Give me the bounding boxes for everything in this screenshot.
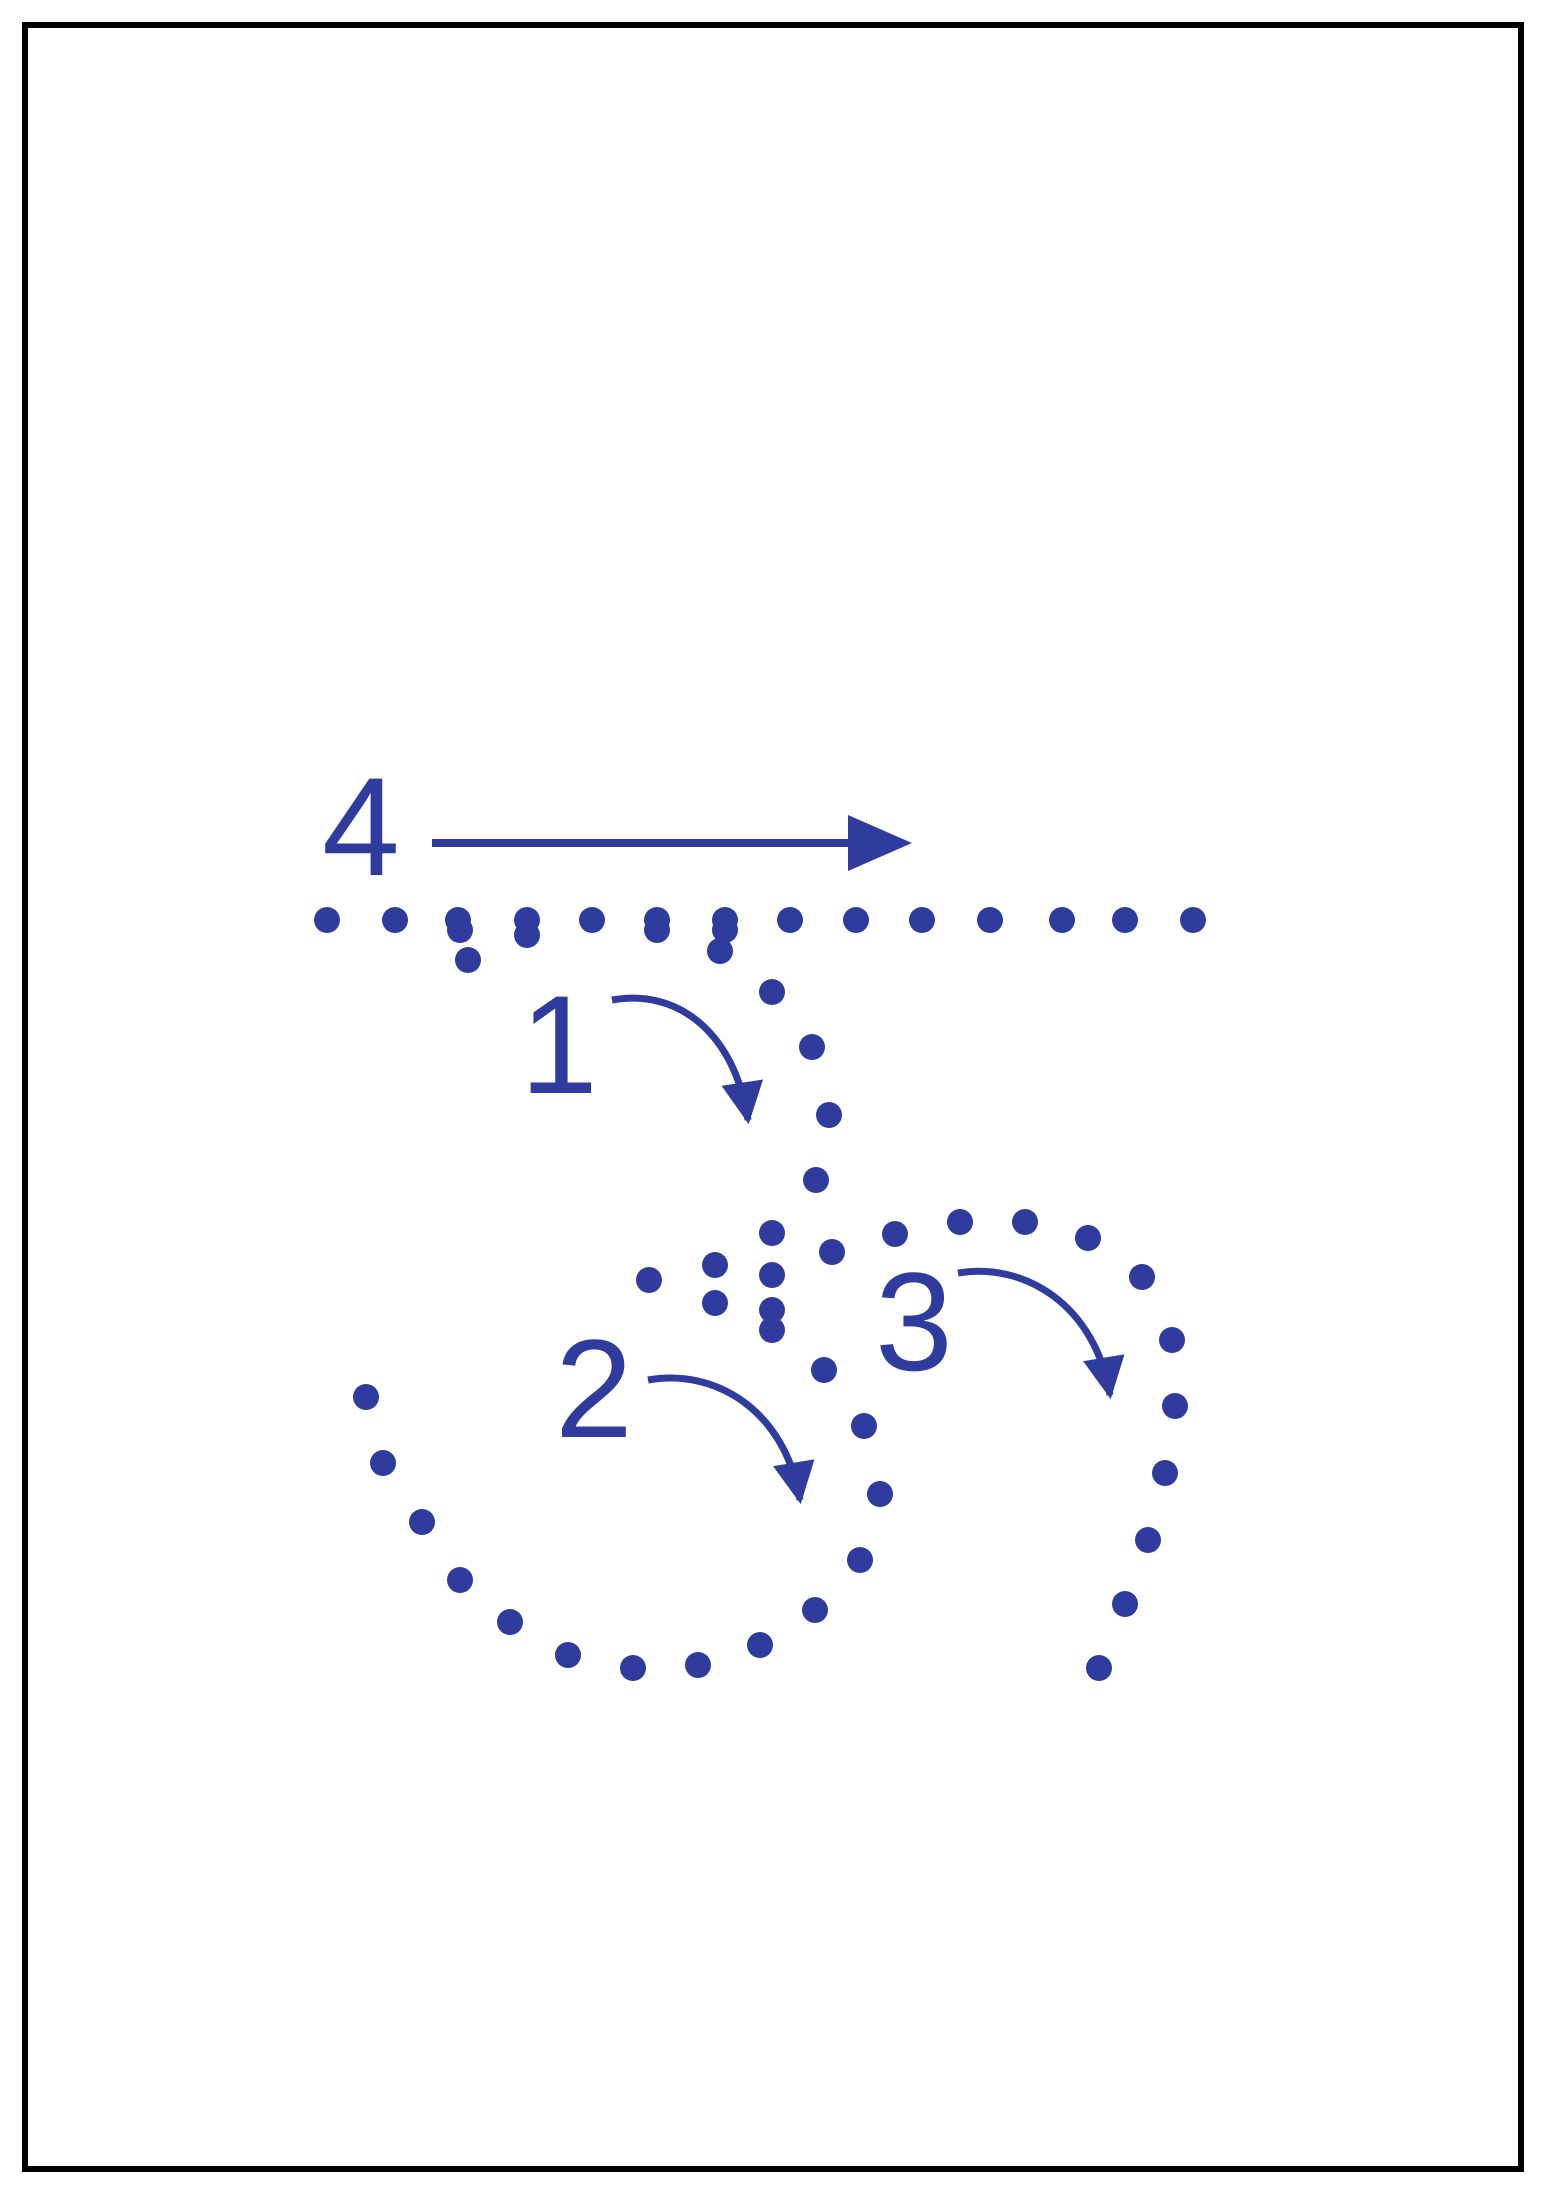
trace-dot: [620, 1655, 646, 1681]
trace-dot: [707, 938, 733, 964]
trace-dot: [867, 1481, 893, 1507]
trace-dot: [843, 907, 869, 933]
trace-dot: [1135, 1527, 1161, 1553]
trace-dot: [644, 917, 670, 943]
step-number-1: 1: [520, 966, 598, 1123]
step-number-2: 2: [555, 1310, 633, 1467]
trace-dot: [455, 947, 481, 973]
trace-dot: [1159, 1327, 1185, 1353]
trace-dot: [353, 1384, 379, 1410]
trace-dot: [747, 1632, 773, 1658]
trace-dot: [1112, 1591, 1138, 1617]
trace-dot: [712, 917, 738, 943]
trace-dot: [882, 1221, 908, 1247]
trace-dot: [759, 1317, 785, 1343]
trace-dot: [636, 1267, 662, 1293]
trace-dot: [382, 907, 408, 933]
trace-dot: [947, 1209, 973, 1235]
trace-dot: [909, 907, 935, 933]
trace-dot: [811, 1357, 837, 1383]
trace-dot: [1162, 1393, 1188, 1419]
trace-dot: [759, 979, 785, 1005]
trace-dot: [759, 1262, 785, 1288]
trace-dot: [851, 1413, 877, 1439]
trace-dot: [579, 907, 605, 933]
trace-dot: [1086, 1655, 1112, 1681]
trace-dot: [799, 1034, 825, 1060]
trace-dot: [702, 1252, 728, 1278]
trace-dot: [1129, 1264, 1155, 1290]
trace-dot: [370, 1450, 396, 1476]
tracing-sheet: [22, 22, 1524, 2172]
curved-arrow-down-icon: [647, 1374, 815, 1505]
curved-arrow-down-icon: [957, 1267, 1125, 1400]
trace-dot: [803, 1167, 829, 1193]
trace-dot: [409, 1509, 435, 1535]
trace-dot: [759, 1297, 785, 1323]
trace-dot: [514, 922, 540, 948]
trace-dot: [819, 1239, 845, 1265]
trace-dot: [1012, 1209, 1038, 1235]
trace-dot: [1075, 1225, 1101, 1251]
arrow-right-icon: [432, 815, 912, 871]
trace-dot: [1112, 907, 1138, 933]
trace-dot: [802, 1597, 828, 1623]
trace-dot: [847, 1547, 873, 1573]
trace-dot: [685, 1652, 711, 1678]
trace-dot: [759, 1220, 785, 1246]
trace-dot: [314, 907, 340, 933]
trace-dot: [1180, 907, 1206, 933]
step-number-4: 4: [322, 748, 400, 905]
trace-dot: [777, 907, 803, 933]
trace-dot: [447, 1567, 473, 1593]
trace-dot: [1049, 907, 1075, 933]
curved-arrow-down-icon: [611, 994, 764, 1125]
trace-dot: [1152, 1460, 1178, 1486]
trace-dot: [816, 1102, 842, 1128]
trace-dot: [447, 917, 473, 943]
trace-dot: [497, 1609, 523, 1635]
trace-dot: [555, 1642, 581, 1668]
trace-dot: [977, 907, 1003, 933]
dotted-tracing-path: [314, 907, 1206, 1681]
step-number-3: 3: [875, 1243, 953, 1400]
trace-dot: [702, 1290, 728, 1316]
